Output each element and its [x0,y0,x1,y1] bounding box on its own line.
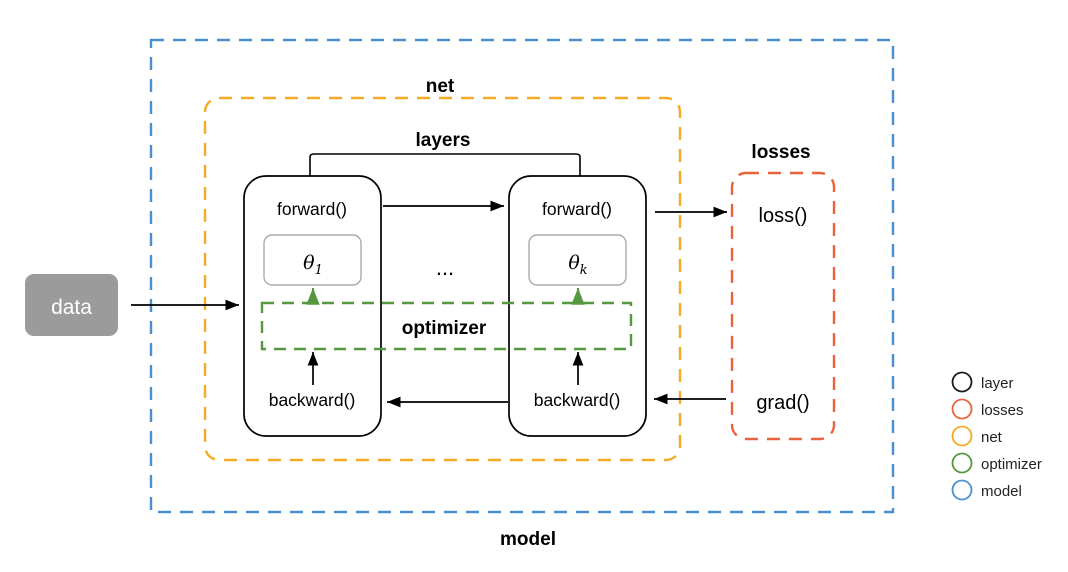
layer-k-param-subscript: k [580,263,588,278]
layer-box-1 [243,175,382,437]
legend-item-model: model [951,479,1022,501]
layer-1-param-subscript: 1 [315,263,323,278]
data-box [25,274,118,336]
layer-k-param-symbol: θ [568,252,580,274]
layer-1-param-box [263,234,362,286]
legend-item-net: net [951,425,1003,447]
optimizer-boundary [260,301,633,351]
layer-1-param: θ1 [303,252,323,278]
layer-1-forward-label: forward() [277,199,347,219]
layer-k-param: θk [568,252,587,278]
legend: layer losses net optimizer model [951,371,1042,501]
legend-label-net: net [981,429,1003,446]
legend-label-model: model [981,483,1022,500]
layers-label: layers [416,130,471,151]
legend-swatch-net-icon [951,425,973,447]
layer-1-param-symbol: θ [303,252,315,274]
legend-swatch-model-icon [951,479,973,501]
net-label: net [426,76,455,97]
layer-1-backward-label: backward() [269,390,356,410]
net-boundary [203,96,682,462]
legend-label-optimizer: optimizer [981,456,1042,473]
legend-swatch-losses-icon [951,398,973,420]
losses-label: losses [751,142,810,163]
layers-bracket [309,153,581,176]
legend-swatch-optimizer-icon [951,452,973,474]
legend-label-layer: layer [981,375,1014,392]
loss-fn-label: loss() [759,205,808,227]
legend-swatch-layer-icon [951,371,973,393]
legend-item-layer: layer [951,371,1014,393]
layer-box-k [508,175,647,437]
layer-k-param-box [528,234,627,286]
optimizer-label: optimizer [402,318,487,339]
model-label: model [500,529,556,550]
layer-k-forward-label: forward() [542,199,612,219]
data-box-label: data [51,296,92,319]
legend-label-losses: losses [981,402,1024,419]
layers-ellipsis: ... [436,255,454,280]
legend-item-losses: losses [951,398,1024,420]
layer-k-backward-label: backward() [534,390,621,410]
grad-fn-label: grad() [756,392,809,414]
model-boundary [149,38,895,514]
legend-item-optimizer: optimizer [951,452,1042,474]
